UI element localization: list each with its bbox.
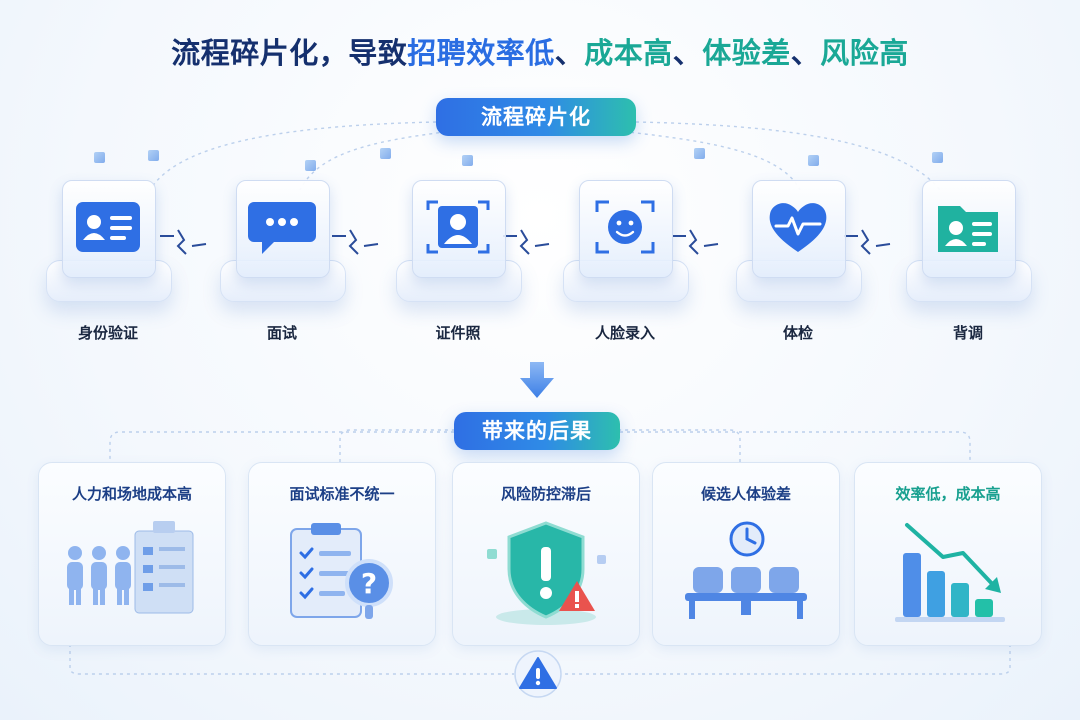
step-label: 背调 <box>952 324 983 342</box>
section-pill-fragmentation: 流程碎片化 <box>436 98 636 136</box>
consequence-card-risk-control-lag: 风险防控滞后 <box>452 462 640 646</box>
decor-cube <box>148 150 159 161</box>
portrait-photo-icon <box>426 200 490 254</box>
title-sep-3: 、 <box>790 36 821 70</box>
declining-bar-chart-icon <box>895 523 1005 622</box>
card-title: 风险防控滞后 <box>500 485 591 503</box>
step-id-photo: 证件照 <box>378 168 538 348</box>
decor-cube <box>808 155 819 166</box>
clipboard-question-icon: ? <box>290 523 393 619</box>
profile-folder-icon <box>938 206 998 252</box>
title-sep-1: 、 <box>554 36 585 70</box>
decor-cube <box>694 148 705 159</box>
consequence-card-low-efficiency-high-cost: 效率低，成本高 <box>854 462 1042 646</box>
title-part-1: 流程碎片化，导致 <box>171 36 408 70</box>
id-card-icon <box>76 202 140 252</box>
consequence-card-poor-candidate-experience: 候选人体验差 <box>652 462 840 646</box>
step-face-enrollment: 人脸录入 <box>545 168 705 348</box>
card-title: 面试标准不统一 <box>289 485 395 503</box>
step-identity-verification: 身份验证 <box>28 168 188 348</box>
warning-triangle-icon <box>514 650 562 698</box>
consequence-card-inconsistent-standards: 面试标准不统一 ? <box>248 462 436 646</box>
step-label: 体检 <box>782 324 813 342</box>
heart-pulse-icon <box>769 203 827 252</box>
step-interview: 面试 <box>202 168 362 348</box>
face-scan-icon <box>595 200 655 254</box>
decor-cube <box>94 152 105 163</box>
decor-cube <box>932 152 943 163</box>
decor-cube <box>462 155 473 166</box>
decor-cube <box>380 148 391 159</box>
title-part-4: 体验差 <box>702 36 791 70</box>
arrow-down-icon <box>520 362 554 398</box>
svg-text:?: ? <box>361 567 377 600</box>
title-sep-2: 、 <box>672 36 703 70</box>
waiting-chairs-clock-icon <box>685 521 807 619</box>
title-part-5: 风险高 <box>820 36 909 70</box>
section-pill-consequences: 带来的后果 <box>454 412 620 450</box>
card-title: 效率低，成本高 <box>895 485 1001 503</box>
decor-cube <box>305 160 316 171</box>
page-title: 流程碎片化，导致招聘效率低、成本高、体验差、风险高 <box>0 30 1080 72</box>
card-title: 候选人体验差 <box>700 485 791 503</box>
step-label: 身份验证 <box>77 324 138 342</box>
card-title: 人力和场地成本高 <box>71 485 192 503</box>
title-part-2: 招聘效率低 <box>407 36 555 70</box>
step-background-check: 背调 <box>888 168 1048 348</box>
consequence-card-labor-cost: 人力和场地成本高 <box>38 462 226 646</box>
step-label: 面试 <box>266 324 297 342</box>
people-building-icon <box>67 521 194 614</box>
chat-bubble-icon <box>248 202 316 254</box>
title-part-3: 成本高 <box>584 36 673 70</box>
shield-warning-icon <box>487 521 606 625</box>
step-label: 证件照 <box>435 324 481 342</box>
step-medical-exam: 体检 <box>718 168 878 348</box>
step-label: 人脸录入 <box>594 324 655 342</box>
